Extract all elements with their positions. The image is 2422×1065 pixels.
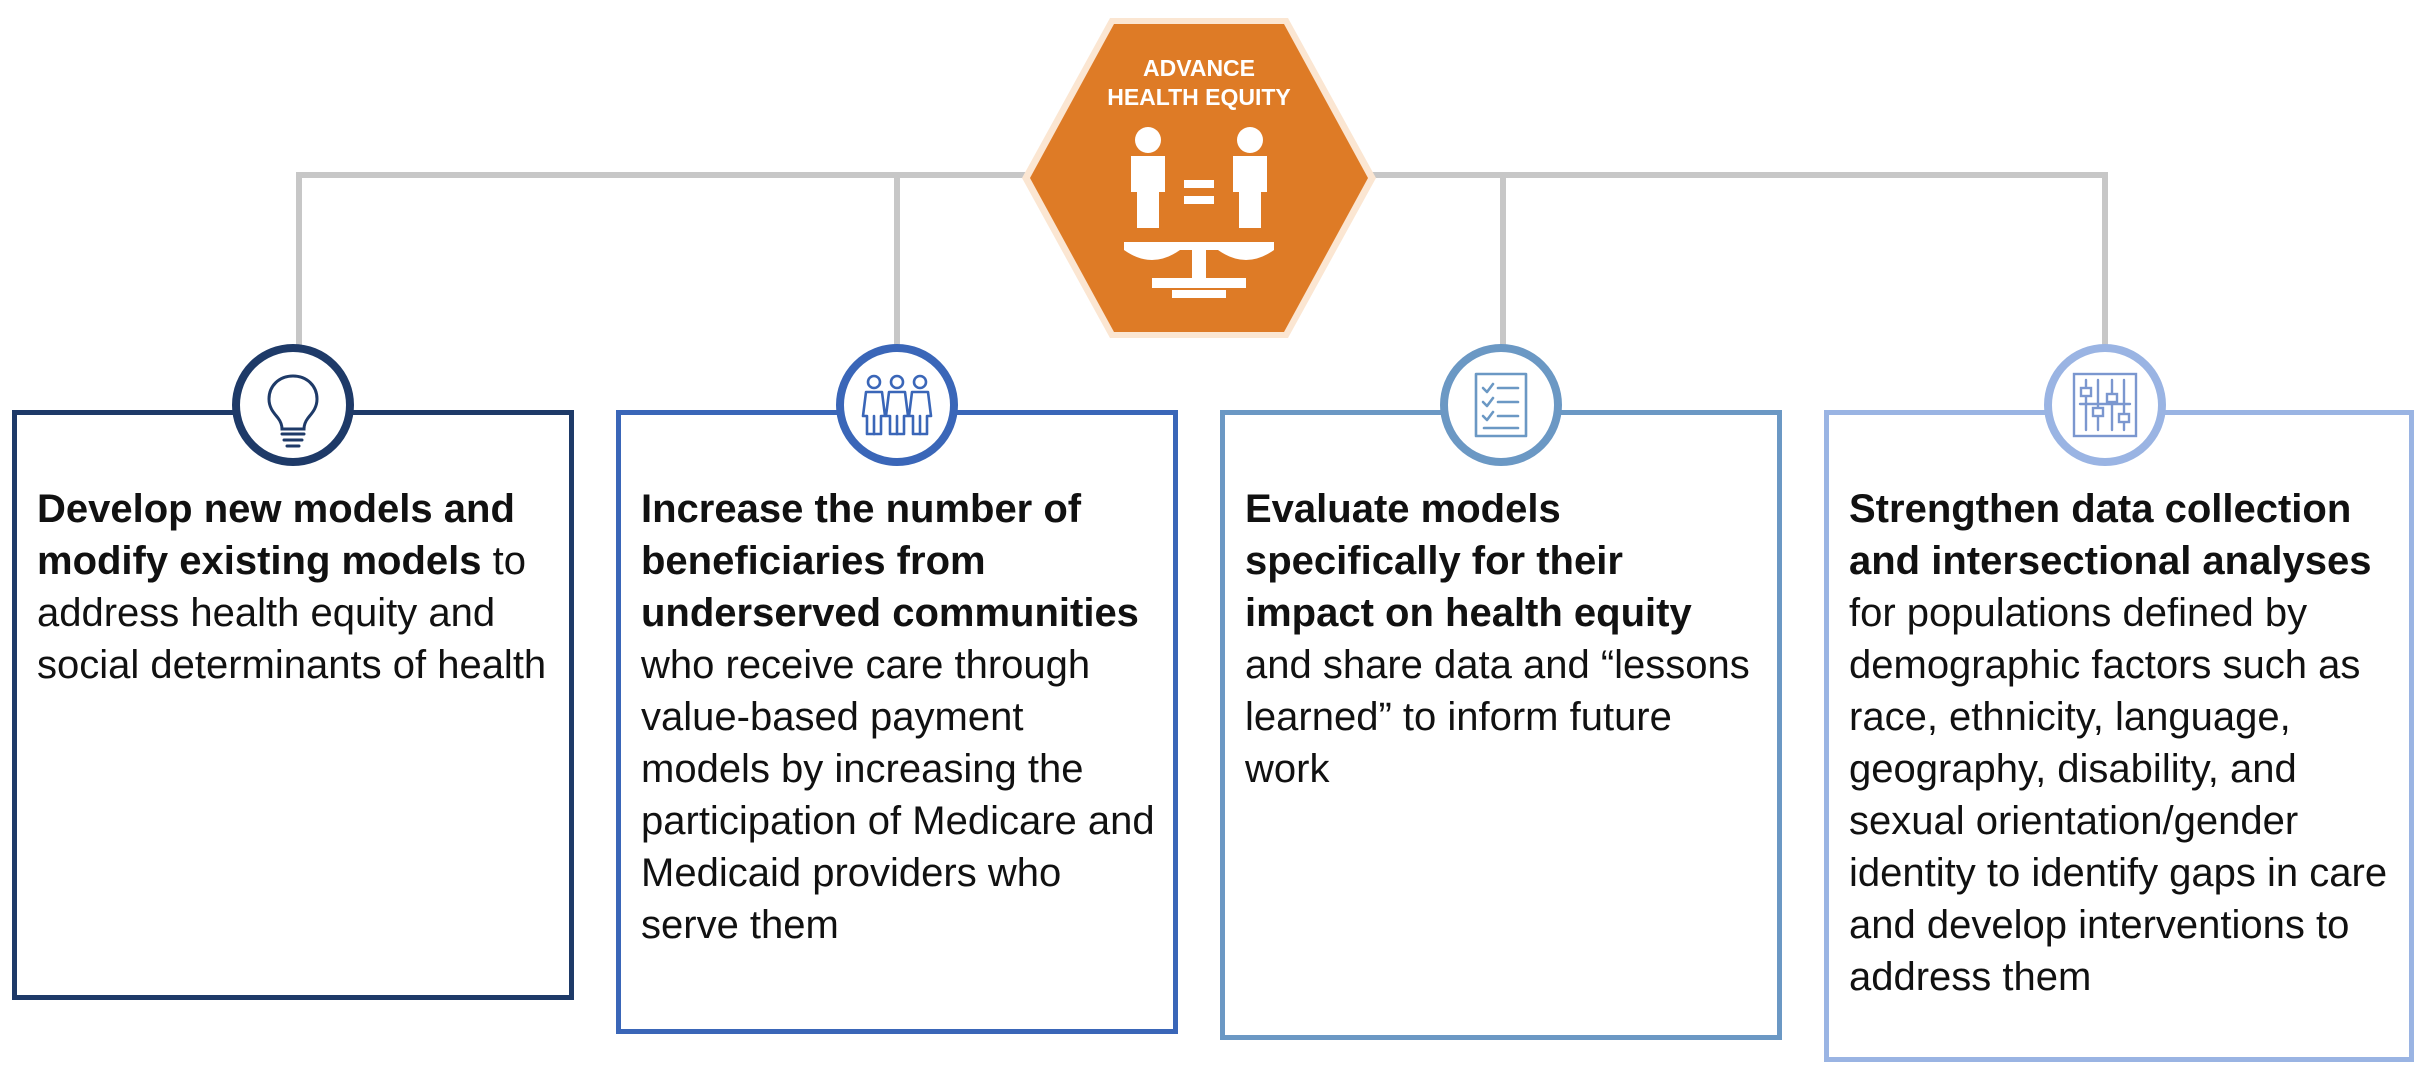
- goal-card-2: Increase the number of beneficiaries fro…: [616, 410, 1178, 1034]
- goal-card-4-bold: Strengthen data collection and intersect…: [1849, 487, 2372, 583]
- checklist-icon: [1474, 372, 1528, 438]
- connector-drop-2: [894, 172, 900, 352]
- hub-hexagon: ADVANCE HEALTH EQUITY: [1018, 14, 1380, 342]
- goal-card-4-icon-circle: [2044, 344, 2166, 466]
- connector-drop-3: [1500, 172, 1506, 352]
- hub-title-line2: HEALTH EQUITY: [1107, 84, 1291, 110]
- goal-card-3-bold: Evaluate models specifically for their i…: [1245, 487, 1692, 635]
- lightbulb-icon: [267, 374, 319, 448]
- goal-card-2-text: Increase the number of beneficiaries fro…: [641, 483, 1157, 951]
- goal-card-4-body: for populations defined by demographic f…: [1849, 591, 2388, 999]
- goal-card-2-icon-circle: [836, 344, 958, 466]
- goal-card-1-bold: Develop new models and modify existing m…: [37, 487, 515, 583]
- goal-card-3-body: and share data and “lessons learned” to …: [1245, 643, 1750, 791]
- goal-card-4-text: Strengthen data collection and intersect…: [1849, 483, 2393, 1003]
- hexagon-shape: [1022, 18, 1376, 338]
- people-group-icon: [861, 374, 933, 436]
- goal-card-1-body: to address health equity and social dete…: [37, 539, 547, 687]
- connector-drop-4: [2102, 172, 2108, 352]
- goal-card-1: Develop new models and modify existing m…: [12, 410, 574, 1000]
- data-sliders-icon: [2072, 372, 2138, 438]
- goal-card-2-bold: Increase the number of beneficiaries fro…: [641, 487, 1139, 635]
- goal-card-2-body: who receive care through value-based pay…: [641, 643, 1155, 947]
- goal-card-3-icon-circle: [1440, 344, 1562, 466]
- goal-card-3-text: Evaluate models specifically for their i…: [1245, 483, 1761, 795]
- hub-title-line1: ADVANCE: [1142, 55, 1256, 81]
- goal-card-4: Strengthen data collection and intersect…: [1824, 410, 2414, 1062]
- connector-drop-1: [296, 172, 302, 352]
- goal-card-1-icon-circle: [232, 344, 354, 466]
- equality-scale-icon: [1124, 127, 1274, 298]
- goal-card-1-text: Develop new models and modify existing m…: [37, 483, 553, 691]
- goal-card-3: Evaluate models specifically for their i…: [1220, 410, 1782, 1040]
